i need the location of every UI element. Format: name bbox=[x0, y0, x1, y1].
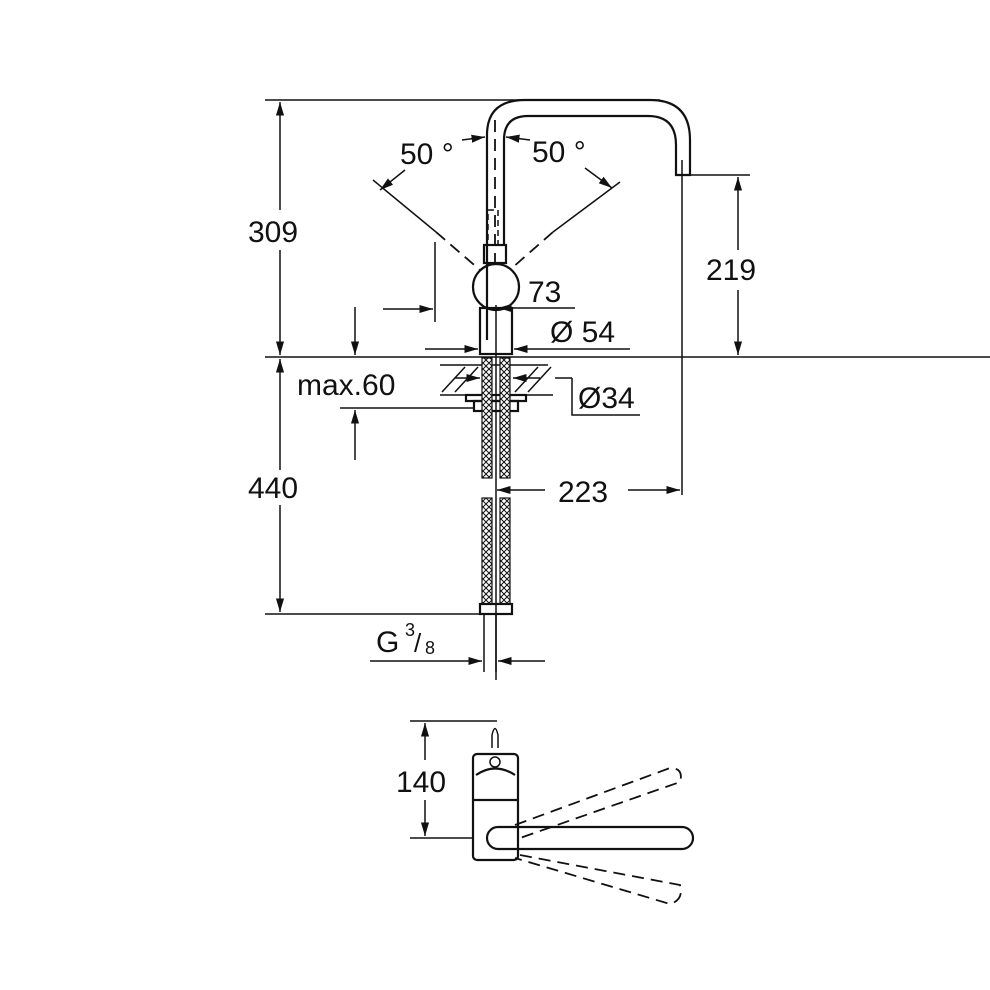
dim-thread-slash: / bbox=[414, 628, 422, 658]
angle-left: 50 ° bbox=[400, 138, 454, 171]
top-view: 140 bbox=[396, 720, 695, 905]
angle-center-arrow-l bbox=[461, 134, 486, 143]
spout-inner-tube bbox=[487, 209, 499, 246]
body-top bbox=[471, 752, 520, 862]
dim-max-thickness: max.60 bbox=[297, 369, 395, 402]
dim-lever-depth: 140 bbox=[396, 766, 446, 799]
angle-right-arrow bbox=[584, 167, 613, 189]
body-curve bbox=[475, 767, 516, 776]
dim-spout-height: 219 bbox=[706, 254, 756, 287]
lever-ghost-up bbox=[514, 767, 682, 839]
dim-body-diameter: Ø 54 bbox=[550, 316, 615, 349]
dim-34-leader-box bbox=[571, 378, 640, 416]
lever-left-dashed bbox=[435, 231, 481, 271]
lever-hub bbox=[471, 262, 521, 312]
angle-center-arrow-r bbox=[505, 134, 531, 143]
aerator-circle bbox=[489, 756, 501, 768]
dim-spout-reach: 223 bbox=[558, 476, 608, 509]
dim-hose-length: 440 bbox=[248, 472, 298, 505]
lever-handle bbox=[485, 825, 695, 851]
angle-right: 50 ° bbox=[532, 136, 586, 169]
spout bbox=[485, 98, 692, 340]
dim-thread-prefix: G bbox=[376, 626, 399, 659]
dim-lever-offset: 73 bbox=[528, 276, 561, 309]
spout-tip bbox=[491, 727, 499, 748]
supply-hoses bbox=[478, 357, 514, 672]
dim-overall-height: 309 bbox=[248, 216, 298, 249]
lever-ghost-down bbox=[514, 854, 682, 905]
lever-right-line bbox=[552, 181, 621, 233]
side-view: 309 440 219 50 ° 50 ° 7 bbox=[248, 98, 990, 680]
dim-thread-den: 8 bbox=[425, 638, 435, 658]
dim-thread-num: 3 bbox=[405, 620, 415, 640]
dim-mount-hole: Ø34 bbox=[578, 382, 635, 415]
angle-left-arrow bbox=[379, 169, 406, 191]
lever-right-dashed bbox=[511, 231, 554, 269]
